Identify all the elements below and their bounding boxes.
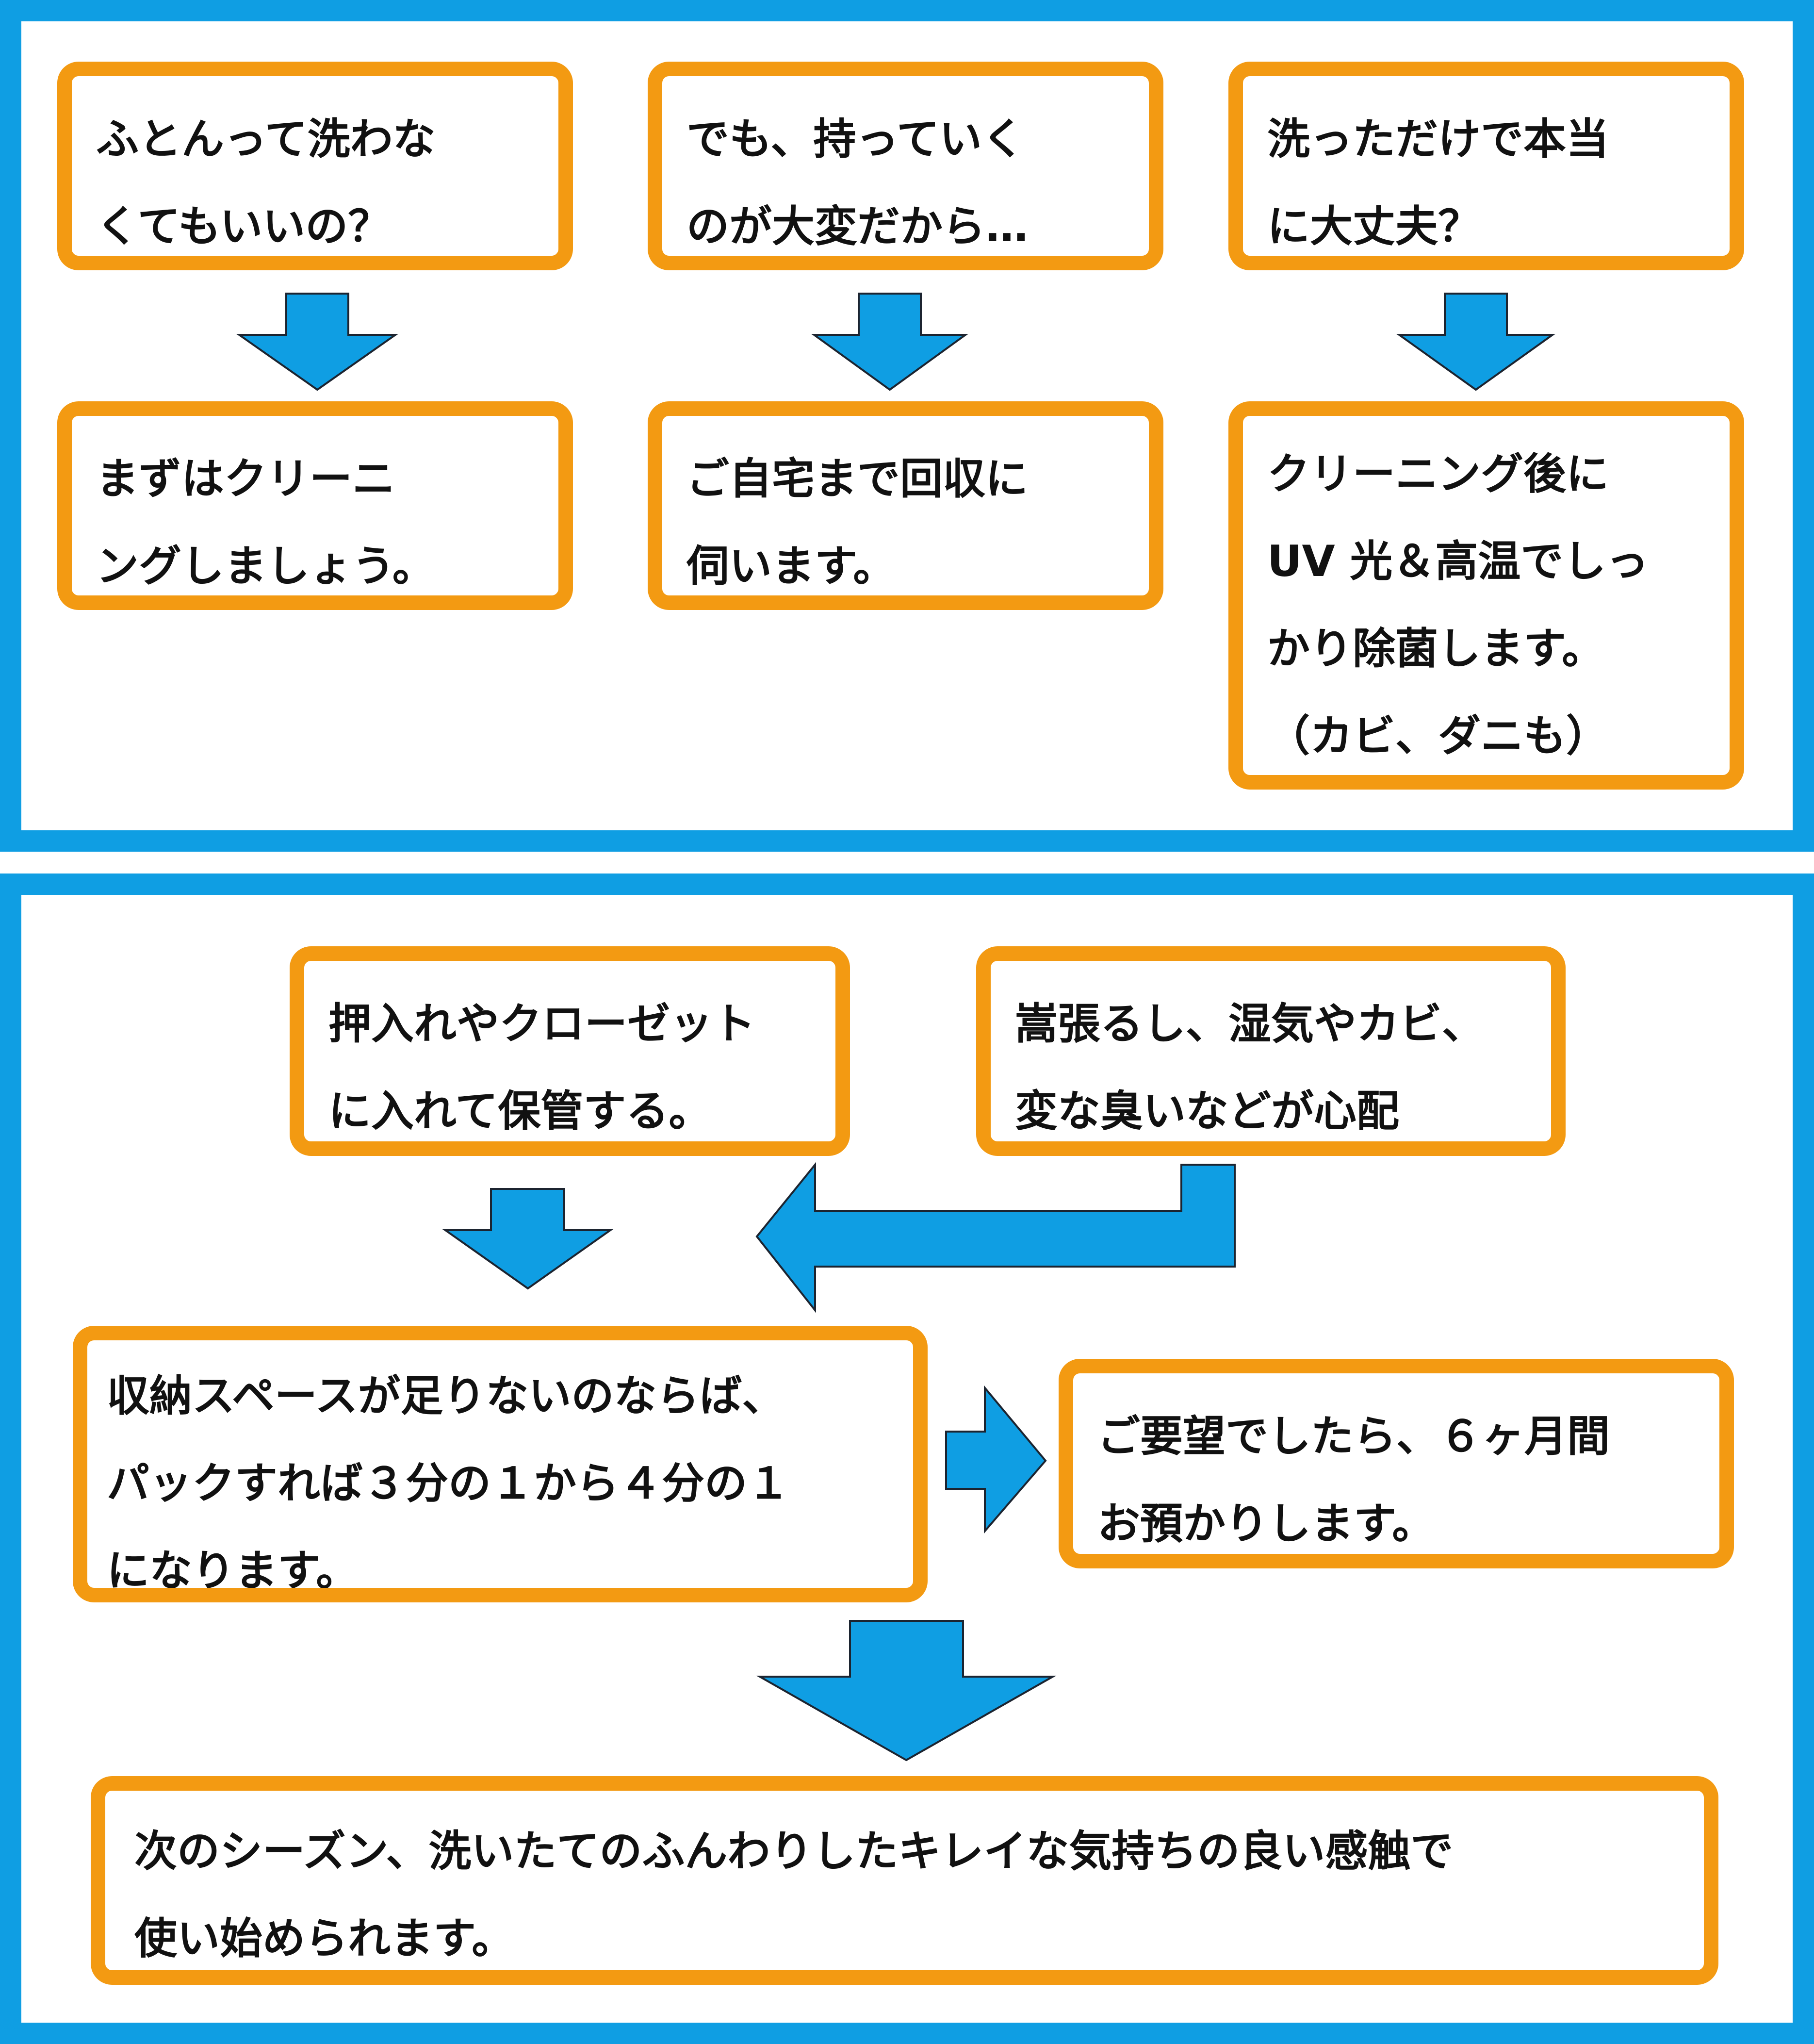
text-line: ふとんって洗わな xyxy=(96,114,436,164)
box-storage: 押入れやクローゼット に入れて保管する。 xyxy=(290,946,850,1156)
text-line: ご要望でしたら、６ヶ月間 xyxy=(1097,1411,1610,1461)
text-line: まずはクリーニ xyxy=(96,454,395,504)
text-line: 嵩張るし、湿気やカビ、 xyxy=(1015,999,1485,1049)
box-answer-cleaning: まずはクリーニ ングしましょう。 xyxy=(57,401,573,610)
text-line: 収納スペースが足りないのならば、 xyxy=(107,1371,785,1421)
text-line: 使い始められます。 xyxy=(134,1913,515,1963)
text-line: かり除菌します。 xyxy=(1267,624,1605,674)
box-answer-pickup: ご自宅まで回収に 伺います。 xyxy=(648,401,1163,610)
text-line: に入れて保管する。 xyxy=(328,1086,712,1136)
box-answer-sterilize: クリーニング後に UV 光＆高温でしっ かり除菌します。 （カビ、ダニも） xyxy=(1228,401,1744,790)
box-keep: ご要望でしたら、６ヶ月間 お預かりします。 xyxy=(1059,1359,1734,1568)
text-line: ングしましょう。 xyxy=(96,541,435,591)
box-pack: 収納スペースが足りないのならば、 パックすれば３分の１から４分の１ になります。 xyxy=(73,1326,928,1602)
text-line: のが大変だから… xyxy=(686,201,1029,251)
text-line: （カビ、ダニも） xyxy=(1267,711,1609,761)
box-result: 次のシーズン、洗いたてのふんわりしたキレイな気持ちの良い感触で 使い始められます… xyxy=(91,1776,1718,1985)
text-line: ご自宅まで回収に xyxy=(686,454,1029,504)
text-line: 次のシーズン、洗いたてのふんわりしたキレイな気持ちの良い感触で xyxy=(134,1826,1454,1876)
box-question-carry: でも、持っていく のが大変だから… xyxy=(648,62,1163,270)
text-line: UV 光＆高温でしっ xyxy=(1267,536,1649,586)
text-line: くてもいいの？ xyxy=(96,201,391,251)
box-question-laundry: ふとんって洗わな くてもいいの？ xyxy=(57,62,573,270)
box-question-safe: 洗っただけで本当 に大丈夫？ xyxy=(1228,62,1744,270)
text-line: 変な臭いなどが心配 xyxy=(1015,1086,1400,1136)
text-line: お預かりします。 xyxy=(1097,1499,1435,1549)
text-line: 洗っただけで本当 xyxy=(1267,114,1609,164)
text-line: 伺います。 xyxy=(686,541,896,591)
text-line: パックすれば３分の１から４分の１ xyxy=(107,1458,790,1508)
text-line: 押入れやクローゼット xyxy=(328,999,756,1049)
box-concern: 嵩張るし、湿気やカビ、 変な臭いなどが心配 xyxy=(976,946,1566,1156)
text-line: でも、持っていく xyxy=(686,114,1025,164)
text-line: クリーニング後に xyxy=(1267,449,1609,499)
text-line: になります。 xyxy=(107,1546,359,1596)
text-line: に大丈夫？ xyxy=(1267,201,1481,251)
